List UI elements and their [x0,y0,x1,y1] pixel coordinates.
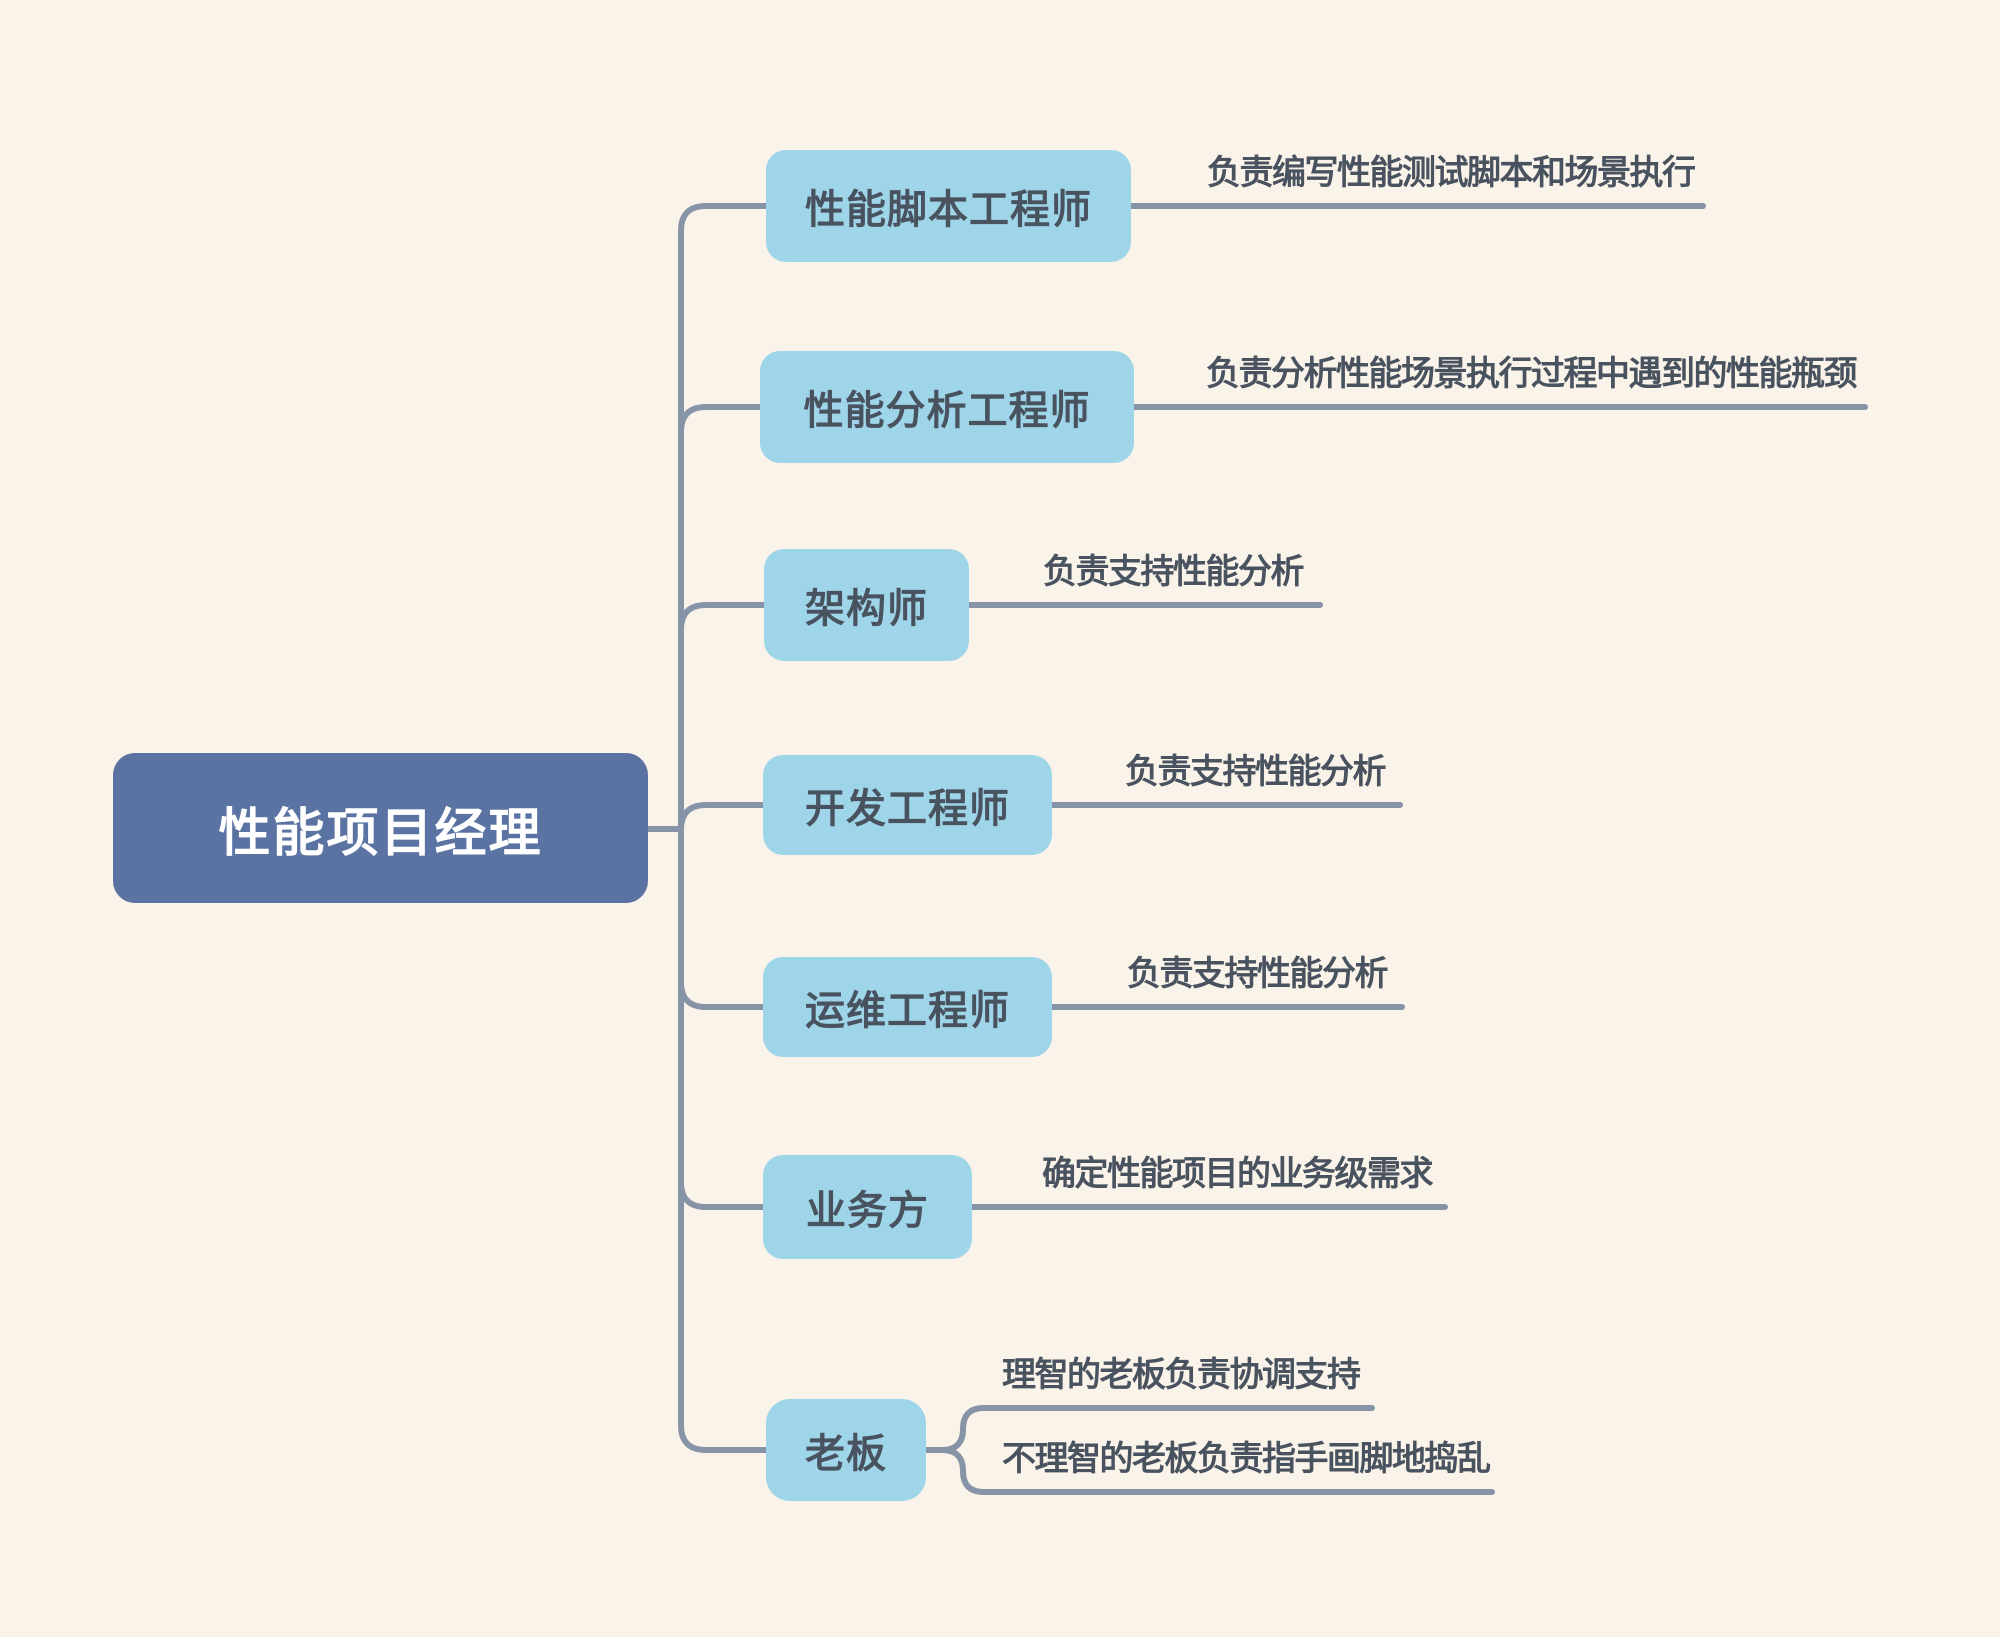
node-boss[interactable]: 老板 [766,1399,926,1501]
node-label: 老板 [805,1432,887,1476]
elbow-business [678,1179,766,1210]
node-ops-engineer[interactable]: 运维工程师 [763,957,1052,1057]
note-ops-engineer[interactable]: 负责支持性能分析 [1127,955,1389,993]
node-label: 业务方 [806,1189,929,1233]
node-architect[interactable]: 架构师 [764,549,969,661]
elbow-analysis-engineer [678,404,763,435]
note-business[interactable]: 确定性能项目的业务级需求 [1042,1155,1434,1193]
node-business[interactable]: 业务方 [763,1155,972,1259]
node-label: 性能脚本工程师 [805,188,1092,232]
note-architect[interactable]: 负责支持性能分析 [1043,553,1305,591]
elbow-dev-engineer [678,802,766,833]
note-analysis-engineer[interactable]: 负责分析性能场景执行过程中遇到的性能瓶颈 [1206,355,1858,393]
note-dev-engineer[interactable]: 负责支持性能分析 [1125,753,1387,791]
node-analysis-engineer[interactable]: 性能分析工程师 [760,351,1134,463]
elbow-architect [678,602,767,633]
elbow-ops-engineer [678,979,766,1010]
node-script-engineer[interactable]: 性能脚本工程师 [766,150,1131,262]
elbow-script-engineer [678,203,769,234]
root-node-performance-project-manager[interactable]: 性能项目经理 [113,753,648,903]
note-boss-irrational[interactable]: 不理智的老板负责指手画脚地捣乱 [1002,1440,1491,1478]
note-line-boss-irrational [923,1447,1495,1495]
note-boss-rational[interactable]: 理智的老板负责协调支持 [1002,1356,1361,1394]
node-label: 运维工程师 [805,989,1010,1033]
node-label: 性能分析工程师 [803,389,1091,433]
elbow-boss [678,1422,769,1453]
root-node-label: 性能项目经理 [218,804,543,863]
note-script-engineer[interactable]: 负责编写性能测试脚本和场景执行 [1207,154,1696,192]
node-label: 开发工程师 [805,787,1010,831]
node-dev-engineer[interactable]: 开发工程师 [763,755,1052,855]
node-label: 架构师 [805,587,928,631]
